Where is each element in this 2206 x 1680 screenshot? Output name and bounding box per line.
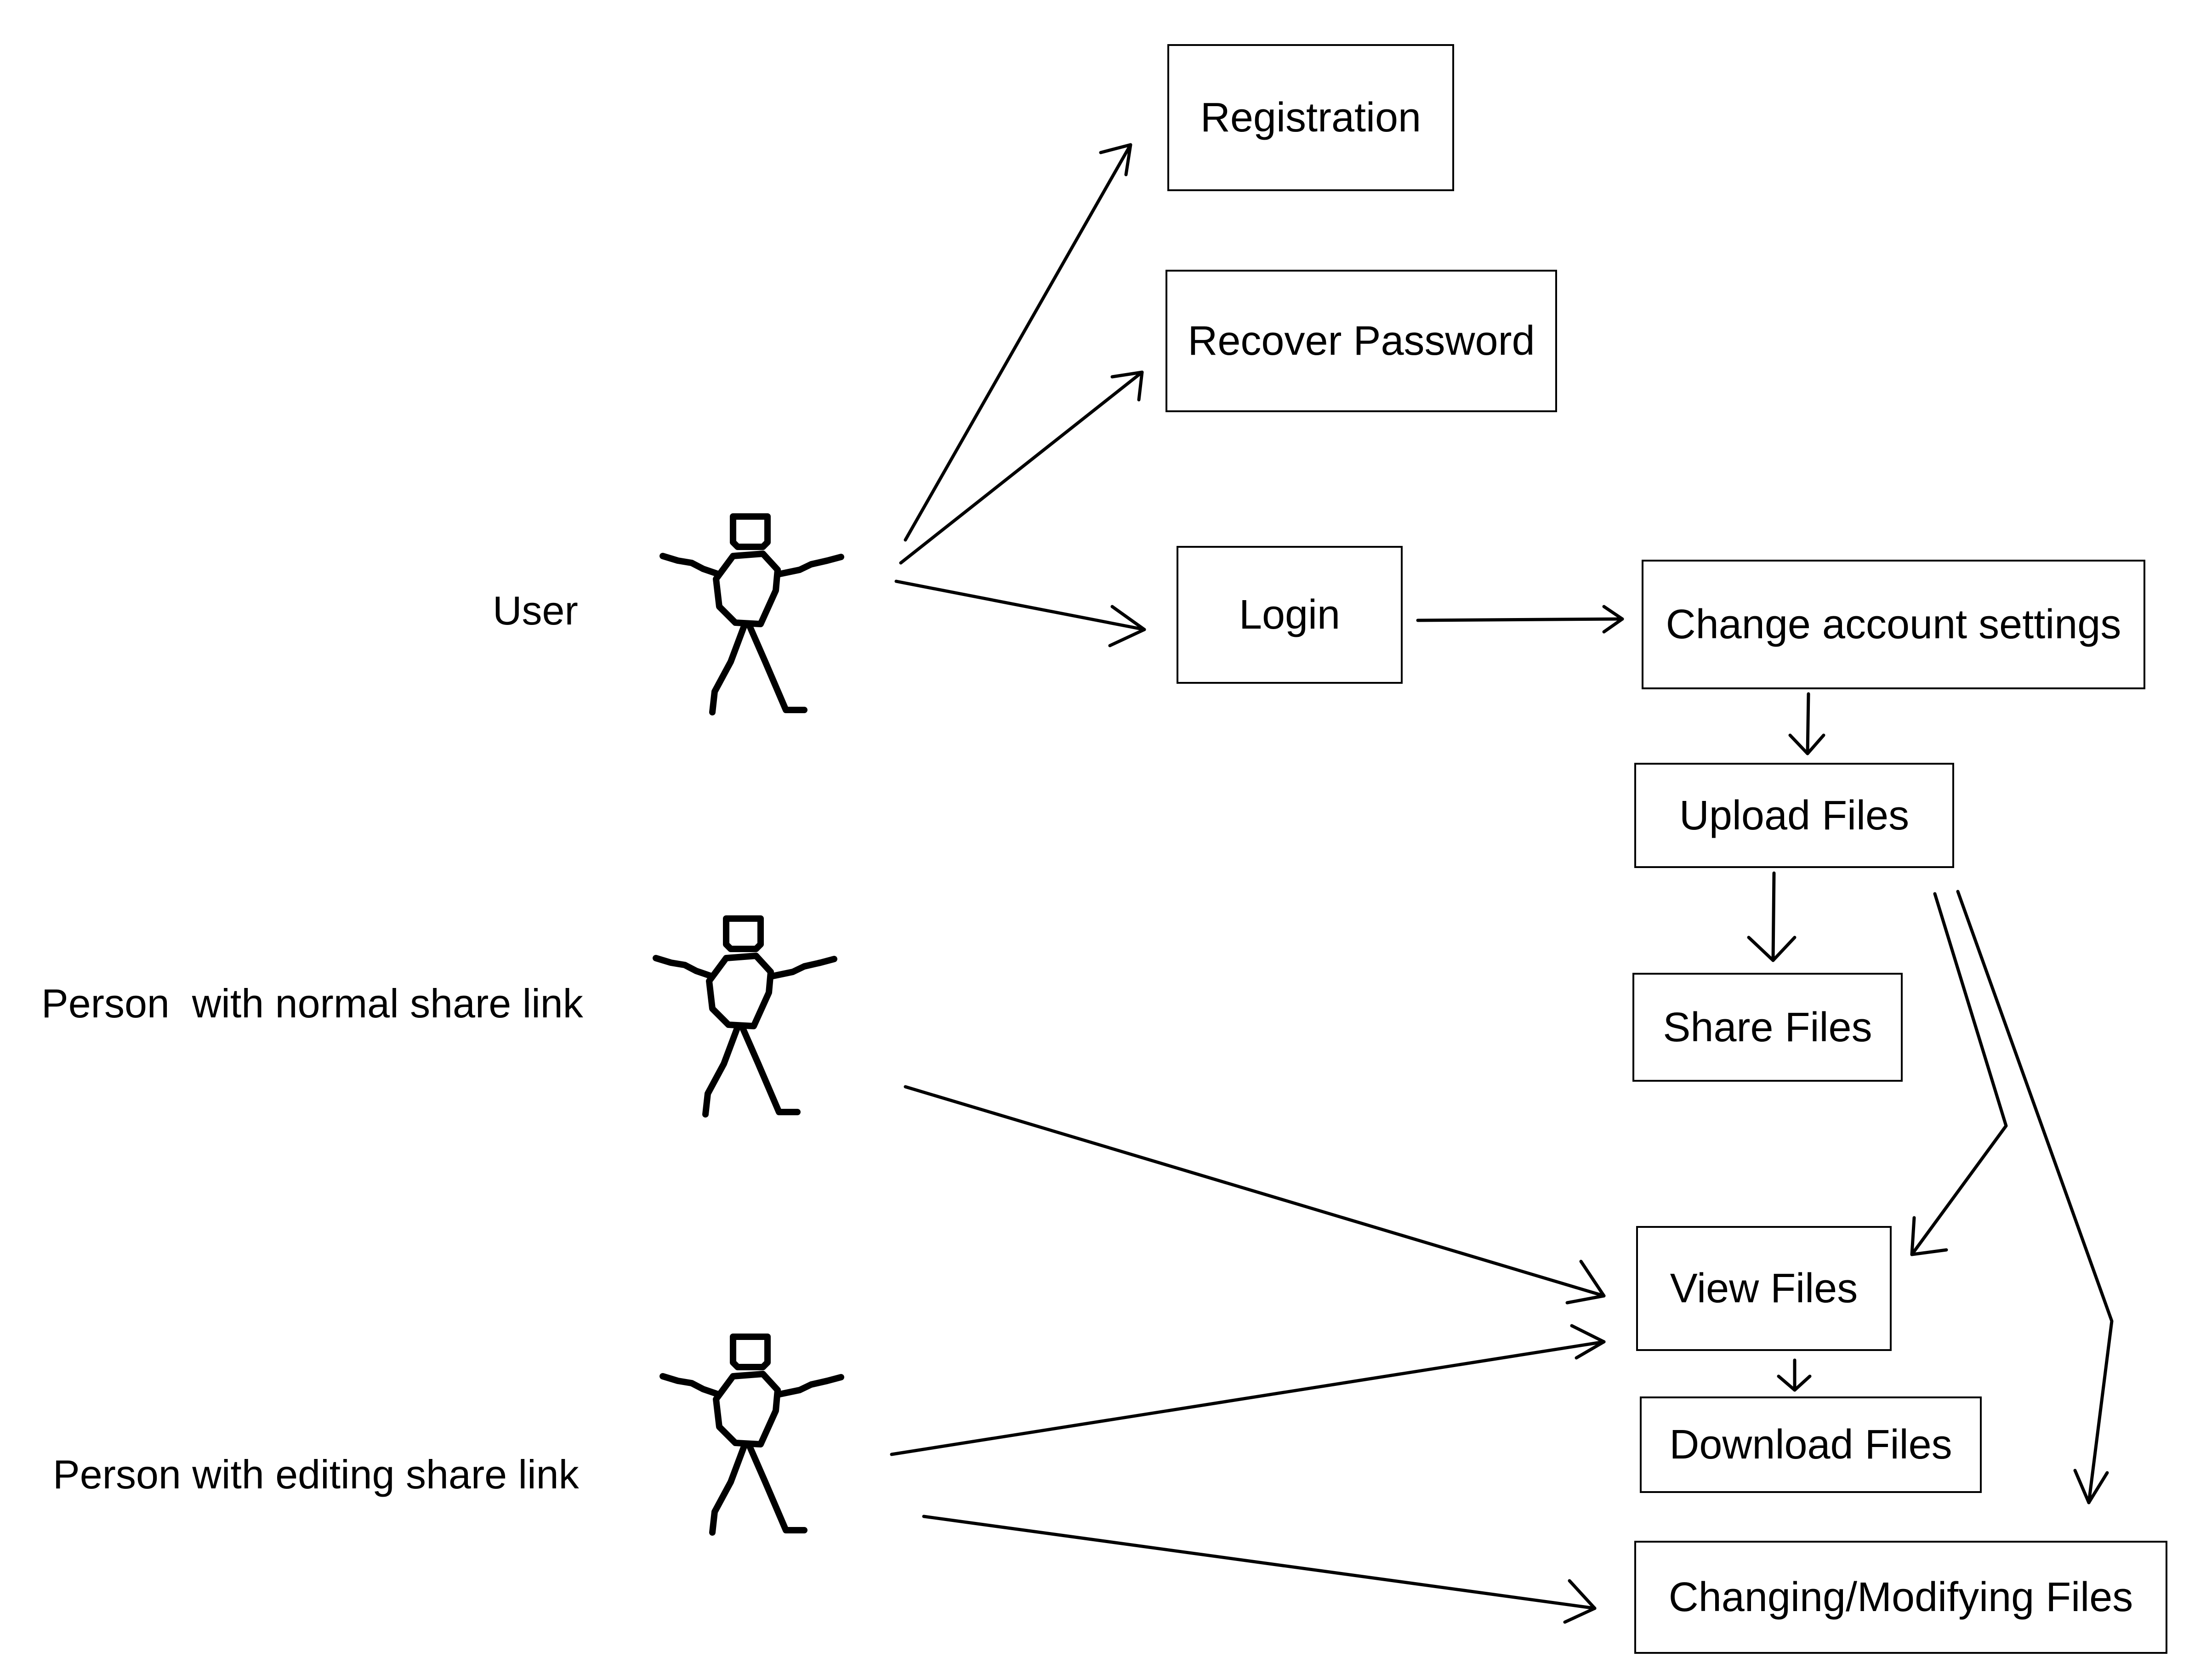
arrow-editing-link-modify [922,1515,1597,1610]
editing-link-actor-icon [660,1334,844,1536]
arrow-head-modify-2 [1563,1579,1597,1624]
arrow-user-registration [904,143,1132,542]
use-case-changing-modifying-files: Changing/Modifying Files [1634,1541,2167,1654]
arrow-head-share [1747,936,1797,962]
actor-label-normal-link: Person with normal share link [41,981,583,1026]
arrow-normal-link-view [904,1085,1606,1298]
arrow-head-download [1777,1374,1812,1392]
arrow-upload-share [1771,871,1776,962]
arrow-login-settings [1416,617,1624,622]
arrow-head-registration [1099,143,1132,176]
arrow-head-settings [1602,605,1624,634]
use-case-login: Login [1177,546,1403,684]
use-case-share-files: Share Files [1632,973,1903,1082]
arrow-user-login [894,579,1146,631]
use-case-registration: Registration [1167,44,1454,191]
use-case-view-files: View Files [1636,1226,1892,1351]
use-case-change-account-settings: Change account settings [1642,560,2145,689]
use-case-recover-password: Recover Password [1166,270,1557,412]
actor-label-editing-link: Person with editing share link [53,1452,579,1497]
arrow-upload-view [1910,892,2008,1256]
actor-label-user: User [493,588,578,633]
arrow-head-modify [2073,1469,2109,1504]
arrow-editing-link-view [890,1340,1606,1456]
arrow-head-normal-view [1565,1260,1606,1305]
arrow-head-login [1108,605,1146,647]
arrow-head-recover-password [1110,370,1144,402]
arrow-head-view [1910,1216,1948,1256]
use-case-upload-files: Upload Files [1634,763,1954,868]
user-actor-icon [660,513,844,715]
use-case-download-files: Download Files [1640,1396,1982,1493]
normal-link-actor-icon [653,915,837,1118]
arrow-head-editing-view [1570,1324,1606,1360]
arrow-upload-modify [1956,890,2114,1504]
arrow-user-recover-password [899,370,1144,565]
arrow-head-upload [1788,733,1825,755]
